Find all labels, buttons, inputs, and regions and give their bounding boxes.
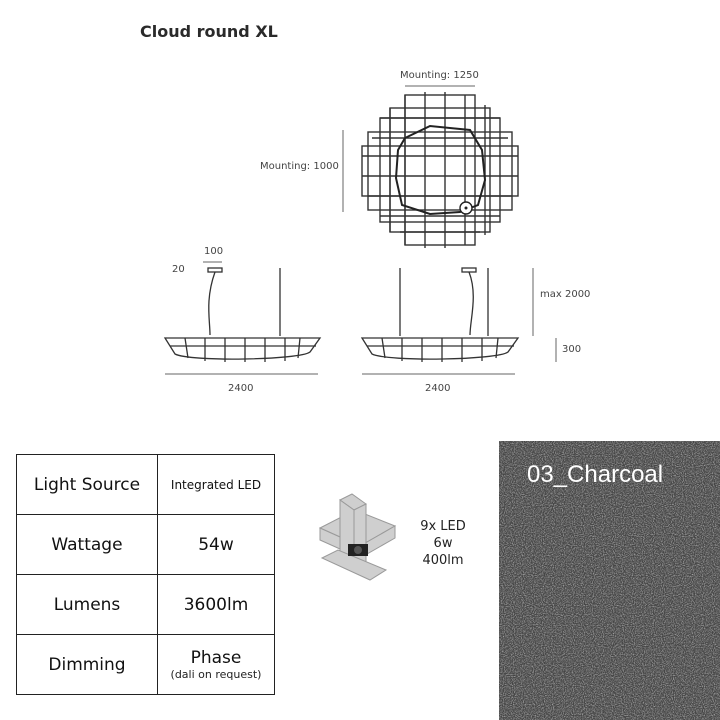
- spec-label: Light Source: [16, 454, 158, 515]
- shade-height-label: 300: [562, 344, 582, 355]
- led-count: 9x LED: [420, 519, 466, 534]
- spec-label: Wattage: [16, 514, 158, 575]
- spec-label: Lumens: [16, 574, 158, 635]
- spec-value: Integrated LED: [157, 454, 275, 515]
- led-wattage: 6w: [433, 536, 453, 551]
- mounting-depth-label: Mounting: 1000: [260, 161, 339, 172]
- spec-label: Dimming: [16, 634, 158, 695]
- table-row: Lumens 3600lm: [16, 574, 275, 635]
- max-drop-label: max 2000: [540, 289, 591, 300]
- table-row: Light Source Integrated LED: [16, 454, 275, 515]
- product-title: Cloud round XL: [140, 22, 278, 41]
- spec-value: 54w: [157, 514, 275, 575]
- canopy-height-label: 20: [172, 264, 185, 275]
- swatch-name: 03_Charcoal: [527, 461, 664, 488]
- side-view-right: [360, 267, 520, 362]
- top-view: [361, 92, 519, 248]
- swatch-texture: [499, 441, 720, 720]
- length-left-label: 2400: [228, 383, 254, 394]
- side-view-left: [163, 267, 322, 362]
- specs-table: Light Source Integrated LED Wattage 54w …: [16, 454, 275, 695]
- table-row: Wattage 54w: [16, 514, 275, 575]
- led-module-specs: 9x LED 6w 400lm: [410, 518, 476, 569]
- spec-value-cell: Phase (dali on request): [157, 634, 275, 695]
- length-right-label: 2400: [425, 383, 451, 394]
- led-lumens: 400lm: [422, 553, 464, 568]
- spec-value: 3600lm: [157, 574, 275, 635]
- spec-value: Phase: [190, 647, 242, 668]
- canopy-width-label: 100: [204, 246, 224, 257]
- fabric-swatch: 03_Charcoal: [499, 441, 720, 720]
- led-module-icon: [318, 493, 397, 581]
- spec-note: (dali on request): [170, 667, 262, 681]
- technical-drawing: [163, 85, 557, 375]
- top-view-wiring: [394, 124, 487, 216]
- mounting-width-label: Mounting: 1250: [400, 70, 479, 81]
- table-row: Dimming Phase (dali on request): [16, 634, 275, 695]
